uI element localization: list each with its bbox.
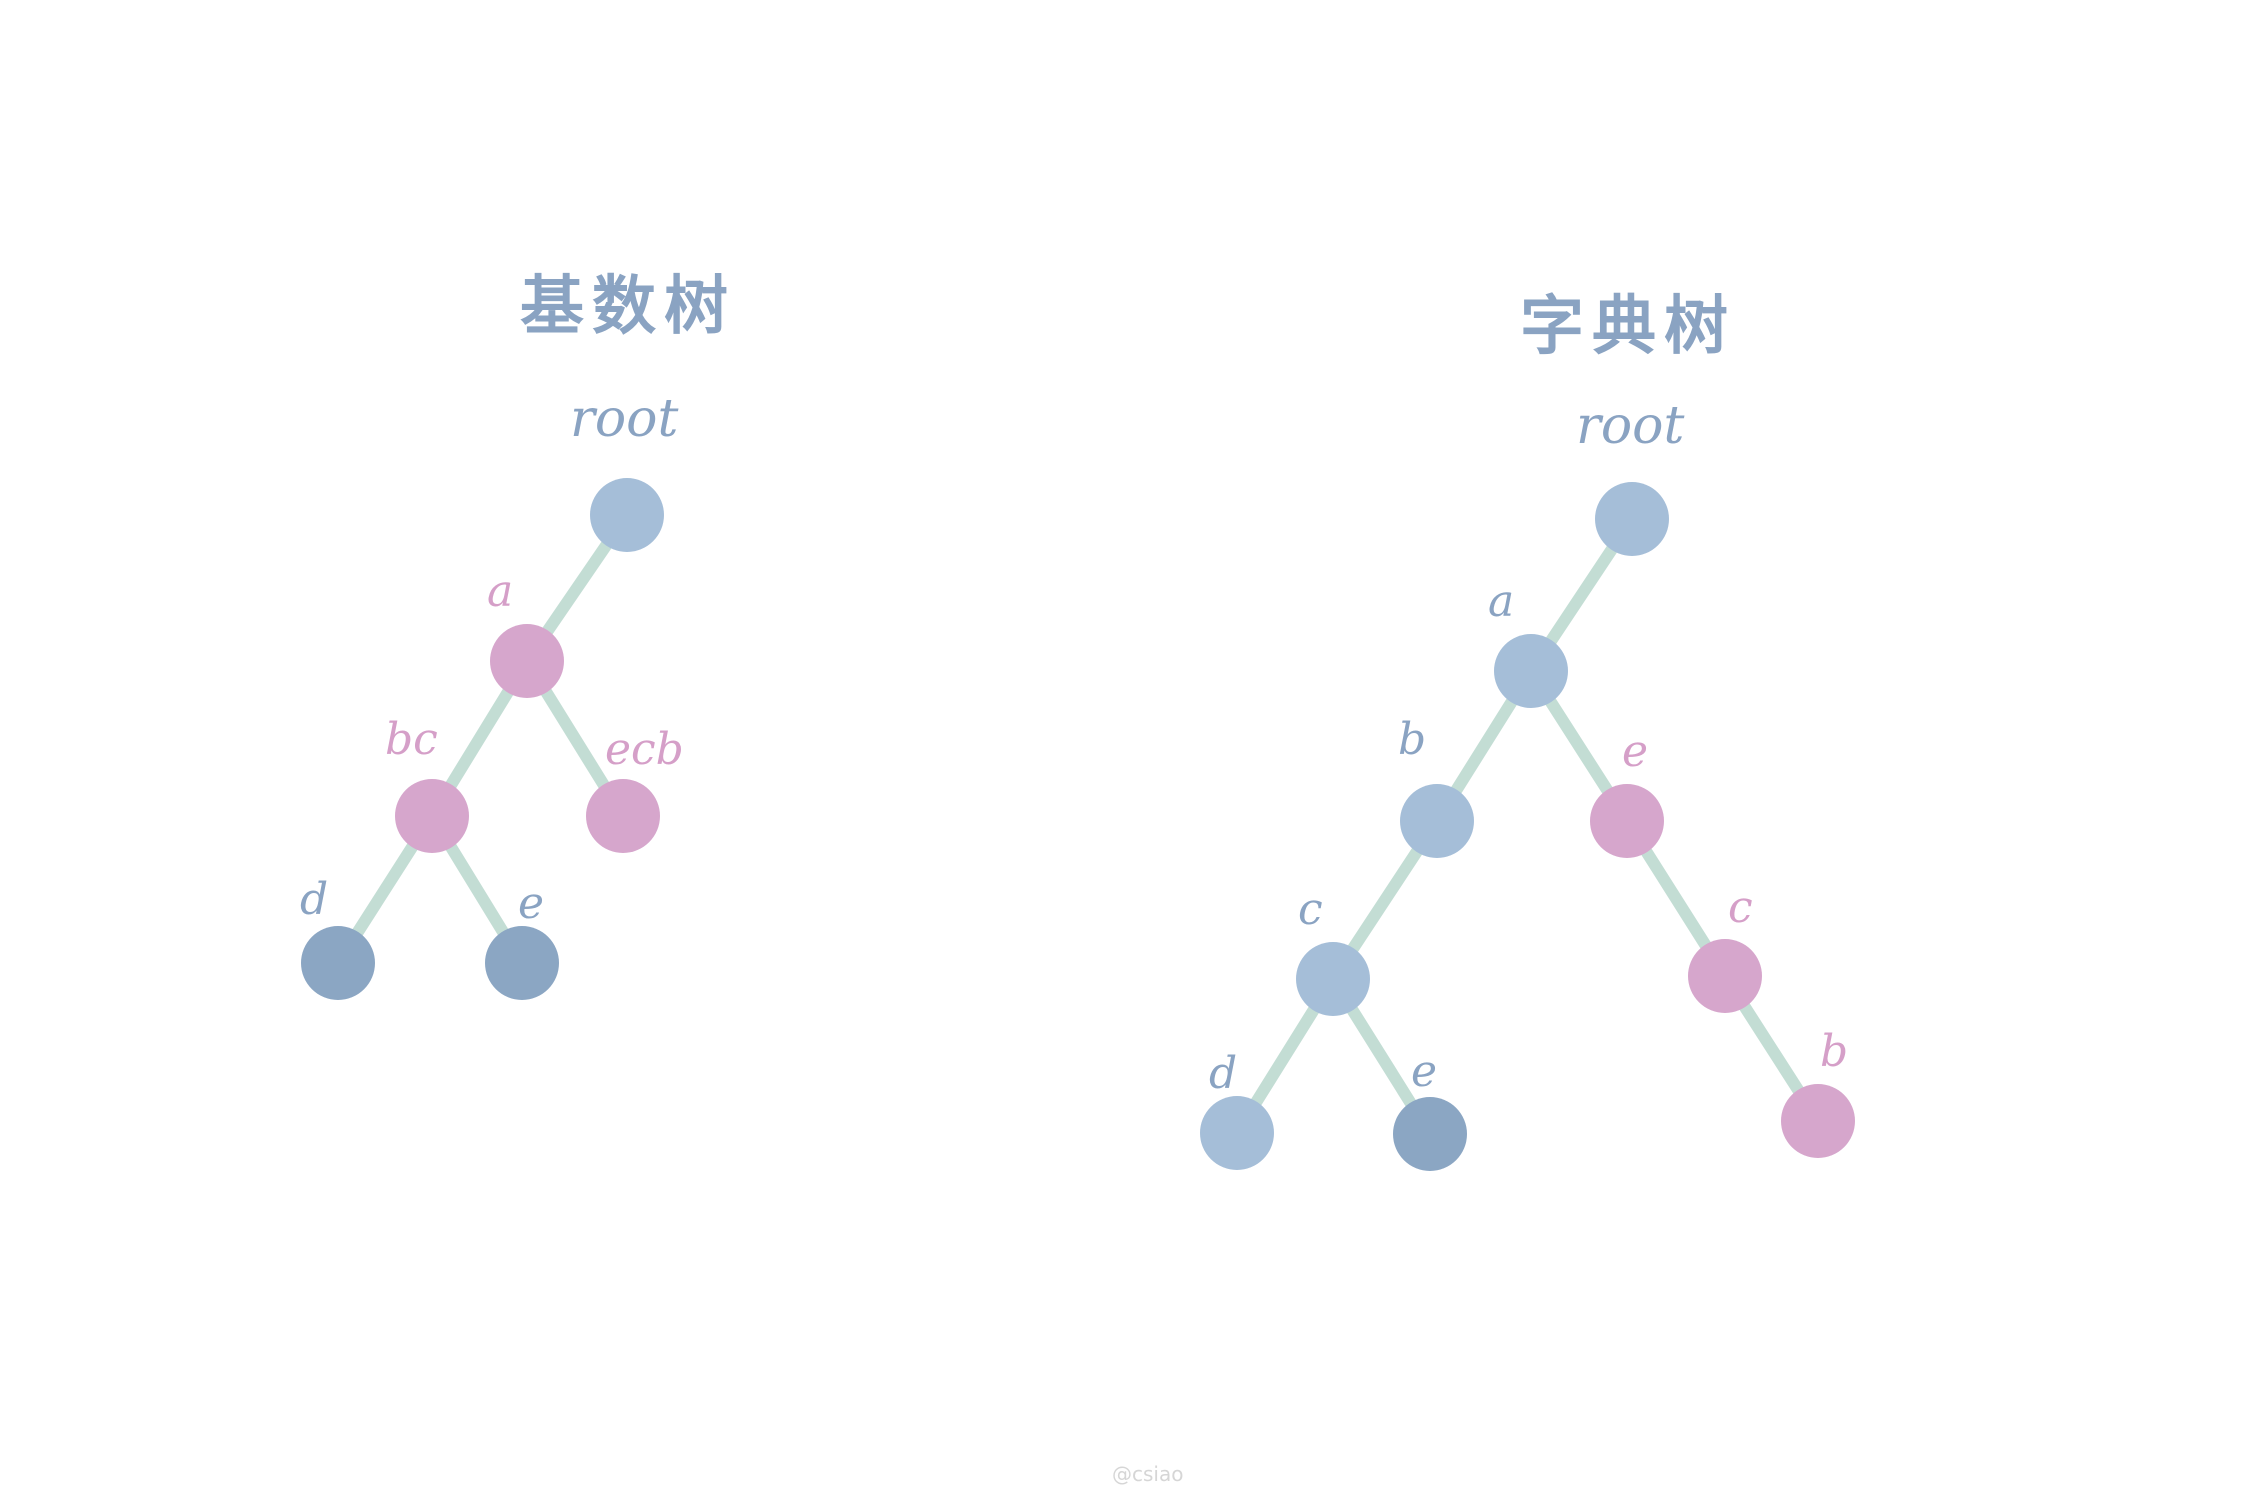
trie-node-label-b2: b [1820, 1026, 1849, 1077]
radix-node-e [485, 926, 559, 1000]
radix-tree-title: 基数树 [520, 270, 736, 344]
radix-node-label-a: a [487, 566, 514, 617]
trie-node-label-c2: c [1728, 882, 1753, 933]
trie-node-label-d: d [1209, 1048, 1238, 1099]
trie-node-label-b: b [1398, 714, 1427, 765]
trie-node-label-e1: e [1622, 726, 1649, 777]
trie-node-label-a: a [1488, 576, 1515, 627]
radix-root-label: root [570, 389, 679, 449]
radix-node-label-d: d [300, 874, 329, 925]
radix-node-label-bc: bc [385, 714, 438, 765]
watermark: @csiao [1112, 1462, 1184, 1486]
trie-title: 字典树 [1520, 290, 1736, 364]
trie-node-label-e2: e [1411, 1046, 1438, 1097]
trie-node-label-c1: c [1298, 884, 1323, 935]
radix-node-label-ecb: ecb [605, 724, 684, 775]
trie-node-d [1200, 1096, 1274, 1170]
trie-node-b [1400, 784, 1474, 858]
radix-node-bc [395, 779, 469, 853]
radix-node-a [490, 624, 564, 698]
radix-node-d [301, 926, 375, 1000]
radix-node-ecb [586, 779, 660, 853]
trie-root-label: root [1576, 396, 1685, 456]
trie-node-b2 [1781, 1084, 1855, 1158]
trie-node-root [1595, 482, 1669, 556]
trie-node-e1 [1590, 784, 1664, 858]
radix-node-label-e: e [518, 878, 545, 929]
trie-node-a [1494, 634, 1568, 708]
trie-node-c2 [1688, 939, 1762, 1013]
trie-node-c1 [1296, 942, 1370, 1016]
trie-node-e2 [1393, 1097, 1467, 1171]
radix-node-root [590, 478, 664, 552]
